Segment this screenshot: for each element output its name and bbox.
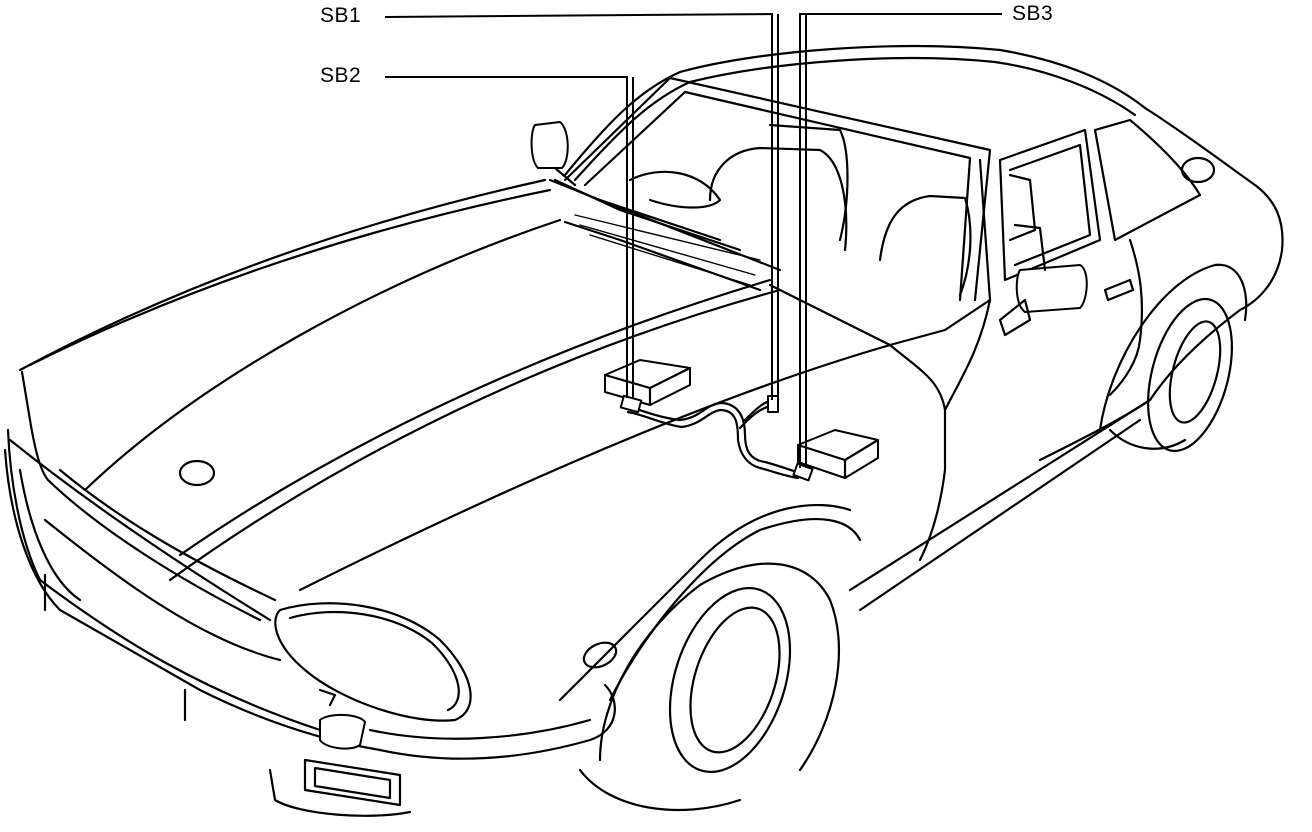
leader-sb3 (799, 13, 1002, 468)
label-sb1: SB1 (320, 4, 362, 27)
car-body (3, 45, 1284, 817)
label-sb3: SB3 (1012, 2, 1054, 25)
module-sb2-unit (603, 359, 692, 407)
leader-sb1 (384, 12, 773, 400)
label-sb2: SB2 (320, 64, 362, 87)
leader-lines (384, 12, 1002, 468)
leader-sb2 (385, 76, 628, 398)
wiring-harness (619, 394, 814, 482)
module-sb3-unit (796, 429, 880, 480)
